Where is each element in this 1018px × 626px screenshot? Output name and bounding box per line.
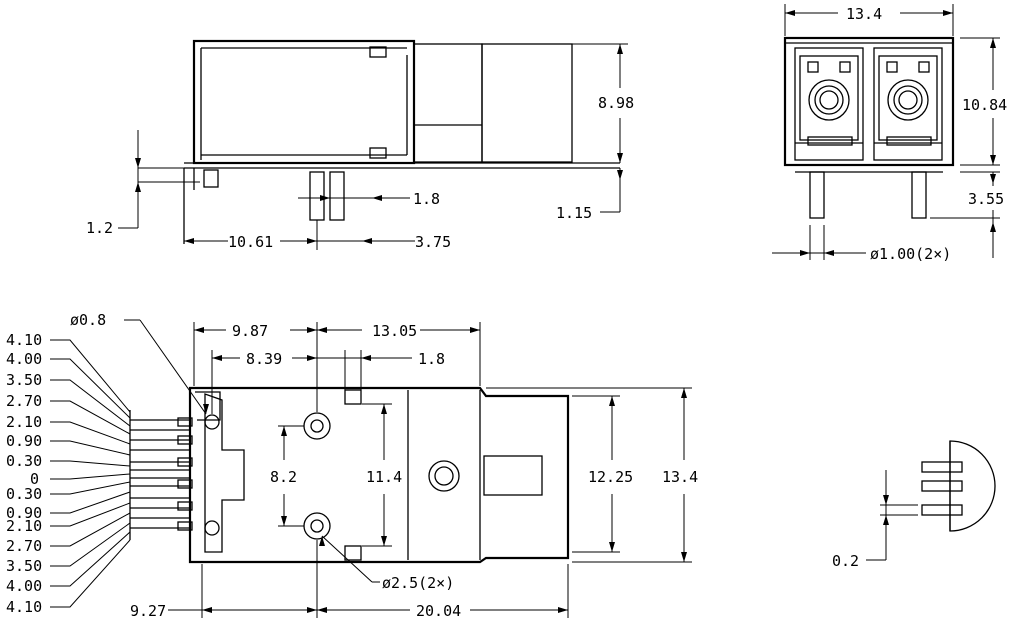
dim-1.15: 1.15 <box>556 168 623 222</box>
side-view-body <box>183 39 620 244</box>
dim-text-front-13.4: 13.4 <box>846 5 882 23</box>
dim-front-13.4: 13.4 <box>784 4 954 36</box>
center-boss <box>428 460 460 492</box>
dim-text-11.4: 11.4 <box>366 468 402 486</box>
dim-text-0.2: 0.2 <box>832 552 859 570</box>
dim-text-8.2: 8.2 <box>270 468 297 486</box>
dim-9.27-20.04: 9.27 20.04 <box>130 540 569 620</box>
window-cutout <box>483 455 543 496</box>
dim-text-1.2: 1.2 <box>86 219 113 237</box>
dim-pin-diameter: ø1.00(2×) <box>772 225 951 263</box>
mount-hole-bottom <box>303 512 331 540</box>
dim-text-20.04: 20.04 <box>416 602 461 620</box>
dim-1.8: 1.8 <box>298 176 440 208</box>
dim-8.39-1.8: 8.39 1.8 <box>211 350 445 414</box>
dim-3.55: 3.55 <box>930 171 1004 258</box>
pin-label: 4.10 <box>6 331 42 349</box>
top-view-body <box>129 386 570 564</box>
lead-pins <box>129 410 193 540</box>
dim-12.25: 12.25 <box>572 395 633 553</box>
dim-1.2: 1.2 <box>86 130 200 237</box>
pin-label: 3.50 <box>6 557 42 575</box>
dim-text-hole-2.5: ø2.5(2×) <box>382 574 454 592</box>
dim-text-top-13.4: 13.4 <box>662 468 698 486</box>
dim-top-13.4: 13.4 <box>486 387 698 563</box>
dim-0.2: 0.2 <box>832 470 918 570</box>
pin-label: 0.30 <box>6 485 42 503</box>
dim-11.4: 11.4 <box>362 403 402 547</box>
pin-label: 2.10 <box>6 517 42 535</box>
dim-text-8.98: 8.98 <box>598 94 634 112</box>
detail-view: 0.2 <box>832 440 996 570</box>
pin-label: 3.50 <box>6 371 42 389</box>
front-port-left <box>808 79 850 121</box>
top-view: 4.10 4.00 3.50 2.70 2.10 0.90 0.30 0 0.3… <box>6 311 698 620</box>
dim-text-3.55: 3.55 <box>968 190 1004 208</box>
dim-text-10.61: 10.61 <box>228 233 273 251</box>
pin-label: 0 <box>30 470 39 488</box>
dim-text-13.05: 13.05 <box>372 322 417 340</box>
pin-label: 2.10 <box>6 413 42 431</box>
pin-label: 0.90 <box>6 504 42 522</box>
dim-hole-0.8: ø0.8 <box>70 311 209 415</box>
dim-text-1.8: 1.8 <box>413 190 440 208</box>
dim-9.87-13.05: 9.87 13.05 <box>193 322 481 412</box>
pin-leaders <box>50 339 131 608</box>
dim-text-10.84: 10.84 <box>962 96 1007 114</box>
dim-text-pin-dia: ø1.00(2×) <box>870 245 951 263</box>
front-view-body <box>783 36 955 219</box>
pin-labels: 4.10 4.00 3.50 2.70 2.10 0.90 0.30 0 0.3… <box>6 331 42 616</box>
dim-text-hole-0.8: ø0.8 <box>70 311 106 329</box>
side-view: 8.98 1.15 1.2 1.8 <box>86 39 634 251</box>
dim-text-1.8-top: 1.8 <box>418 350 445 368</box>
dim-text-12.25: 12.25 <box>588 468 633 486</box>
mount-hole-top <box>303 412 331 440</box>
dim-10.84: 10.84 <box>960 37 1007 166</box>
dim-text-1.15: 1.15 <box>556 204 592 222</box>
dim-text-3.75: 3.75 <box>415 233 451 251</box>
pin-label: 4.00 <box>6 577 42 595</box>
pin-label: 2.70 <box>6 392 42 410</box>
pin-label: 4.00 <box>6 350 42 368</box>
dim-text-8.39: 8.39 <box>246 350 282 368</box>
front-port-right <box>887 79 929 121</box>
dim-hole-2.5: ø2.5(2×) <box>319 535 454 592</box>
dim-8.2: 8.2 <box>270 425 304 527</box>
dim-10.61-3.75: 10.61 3.75 <box>184 220 451 251</box>
pin-label: 2.70 <box>6 537 42 555</box>
front-view: 13.4 10.84 3.55 ø1 <box>772 4 1007 263</box>
pin-label: 0.30 <box>6 452 42 470</box>
dim-text-9.27: 9.27 <box>130 602 166 620</box>
dim-text-9.87: 9.87 <box>232 322 268 340</box>
pin-label: 0.90 <box>6 432 42 450</box>
hole-0.8-top <box>204 414 220 430</box>
dim-8.98: 8.98 <box>572 43 634 163</box>
pin-label: 4.10 <box>6 598 42 616</box>
